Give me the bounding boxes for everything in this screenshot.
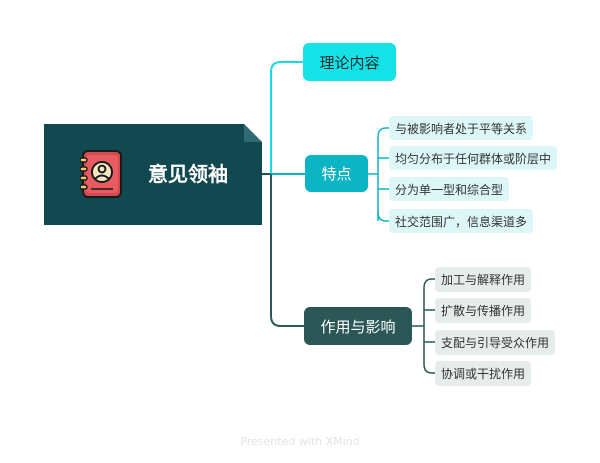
effect-coordination-interference[interactable]: 协调或干扰作用	[435, 361, 532, 386]
feature-wide-social-range[interactable]: 社交范围广，信息渠道多	[389, 209, 534, 233]
notebook-icon	[80, 150, 122, 198]
feature-single-or-composite[interactable]: 分为单一型和综合型	[389, 177, 510, 201]
topic-features[interactable]: 特点	[305, 155, 368, 192]
topic-theory-content[interactable]: 理论内容	[303, 43, 396, 81]
subtopic-label: 加工与解释作用	[441, 273, 526, 287]
feature-even-distribution[interactable]: 均匀分布于任何群体或阶层中	[389, 146, 558, 170]
feature-equal-relationship[interactable]: 与被影响者处于平等关系	[389, 116, 534, 140]
subtopic-label: 与被影响者处于平等关系	[395, 121, 528, 136]
topic-label: 特点	[321, 165, 352, 183]
subtopic-label: 分为单一型和综合型	[395, 182, 504, 197]
topic-effects[interactable]: 作用与影响	[304, 307, 412, 345]
topic-label: 作用与影响	[320, 317, 396, 336]
subtopic-label: 支配与引导受众作用	[441, 336, 550, 350]
effect-processing-interpretation[interactable]: 加工与解释作用	[435, 267, 532, 292]
subtopic-label: 协调或干扰作用	[441, 367, 526, 381]
subtopic-label: 扩散与传播作用	[441, 304, 526, 318]
effect-diffusion-dissemination[interactable]: 扩散与传播作用	[435, 298, 532, 323]
subtopic-label: 均匀分布于任何群体或阶层中	[395, 151, 552, 166]
topic-label: 理论内容	[319, 53, 380, 72]
effect-guiding-audience[interactable]: 支配与引导受众作用	[435, 330, 556, 355]
page-fold-corner	[244, 124, 262, 142]
subtopic-label: 社交范围广，信息渠道多	[395, 214, 528, 229]
footer-watermark: Presented with XMind	[240, 435, 360, 448]
root-node-label: 意见领袖	[148, 162, 228, 186]
root-node[interactable]	[44, 124, 262, 225]
